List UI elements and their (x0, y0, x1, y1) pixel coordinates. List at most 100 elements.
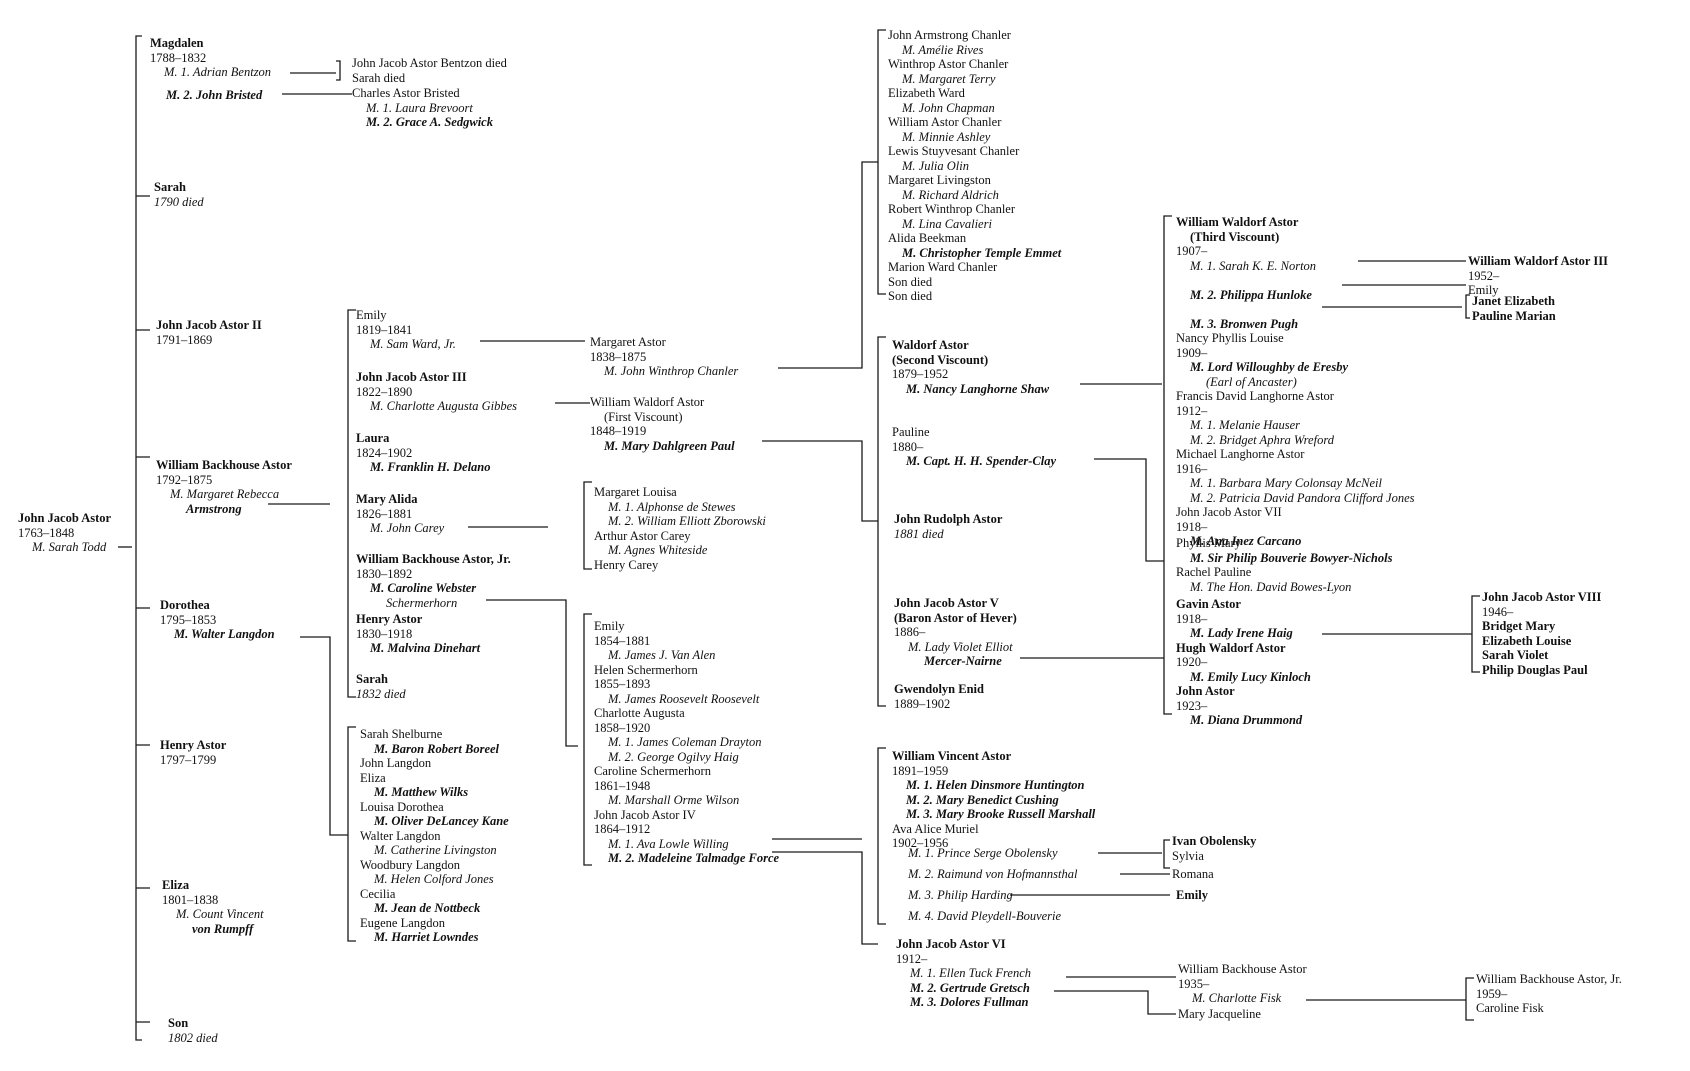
entry-text: Armstrong (186, 501, 242, 516)
entry-text: Robert Winthrop Chanler (888, 202, 1016, 216)
entry-text: M. Richard Aldrich (902, 187, 999, 202)
entry-text: William Backhouse Astor (1178, 962, 1307, 976)
entry-text: M. 1. Alphonse de Stewes (608, 499, 736, 514)
entry-text: M. Christopher Temple Emmet (902, 245, 1062, 260)
entry-text: M. 1. Prince Serge Obolensky (908, 846, 1058, 860)
entry-text: 1830–1918 (356, 626, 413, 641)
entry-text: William Backhouse Astor (156, 458, 292, 472)
entry-text: M. 4. David Pleydell-Bouverie (908, 909, 1062, 923)
entry-text: M. Matthew Wilks (374, 785, 469, 799)
entry-text: M. Capt. H. H. Spender-Clay (906, 454, 1057, 468)
entry-text: M. Malvina Dinehart (370, 641, 481, 655)
entry-text: M. Baron Robert Boreel (374, 741, 500, 756)
entry-text: Philip Douglas Paul (1482, 662, 1588, 677)
connector (1306, 977, 1474, 1021)
entry-text: M. Margaret Terry (902, 71, 996, 86)
entry-text: 1920– (1176, 655, 1208, 669)
entry-text: M. Sam Ward, Jr. (370, 337, 456, 351)
entry-text: 1918– (1176, 519, 1208, 534)
entry-text: Marion Ward Chanler (888, 260, 998, 274)
entry-text: M. Agnes Whiteside (608, 543, 708, 557)
entry-text: M. Walter Langdon (174, 627, 275, 641)
entry-text: M. 3. Bronwen Pugh (1190, 316, 1299, 331)
entry-text: John Rudolph Astor (894, 512, 1003, 526)
entry-text: M. Lady Violet Elliot (908, 639, 1013, 654)
entry-text: Pauline (892, 425, 930, 439)
person-node-ava_m1: M. 1. Prince Serge Obolensky (894, 846, 1058, 861)
entry-text: M. 1. Helen Dinsmore Huntington (906, 778, 1085, 792)
entry-text: Gwendolyn Enid (894, 682, 984, 696)
entry-text: 1923– (1176, 698, 1208, 713)
entry-text: Ivan Obolensky (1172, 834, 1257, 848)
entry-text: M. James J. Van Alen (608, 648, 716, 662)
entry-text: William Waldorf Astor III (1468, 254, 1608, 268)
entry-text: Charlotte Augusta (594, 706, 685, 720)
entry-text: M. Sir Philip Bouverie Bowyer-Nichols (1190, 550, 1393, 565)
person-node-ava_m2: M. 2. Raimund von Hofmannsthal (894, 867, 1077, 882)
entry-text: Phyllis Mary (1176, 536, 1241, 550)
entry-text: M. John Chapman (902, 100, 995, 115)
person-node-waldorf_kids: William Waldorf Astor(Third Viscount)190… (1176, 215, 1415, 549)
entry-text: Caroline Schermerhorn (594, 764, 711, 778)
connector (1322, 294, 1470, 319)
entry-text: Margaret Astor (590, 335, 666, 349)
entry-text: 1788–1832 (150, 50, 207, 65)
entry-text: Eugene Langdon (360, 915, 446, 930)
person-node-jja5: John Jacob Astor V(Baron Astor of Hever)… (894, 596, 1017, 669)
entry-text: 1902–1956 (892, 836, 949, 850)
entry-text: Margaret Louisa (594, 485, 677, 499)
entry-text: 1946– (1482, 604, 1514, 619)
entry-text: Mary Jacqueline (1178, 1007, 1261, 1021)
entry-text: Bridget Mary (1482, 619, 1556, 633)
entry-text: Elizabeth Louise (1482, 633, 1572, 648)
entry-text: 1864–1912 (594, 822, 651, 836)
entry-text: 1822–1890 (356, 384, 413, 399)
entry-text: Magdalen (150, 36, 204, 50)
entry-text: M. Julia Olin (902, 158, 970, 173)
person-node-ava_m3: M. 3. Philip Harding (894, 888, 1013, 903)
entry-text: Alida Beekman (888, 231, 967, 245)
entry-text: M. Marshall Orme Wilson (608, 793, 740, 807)
entry-text: M. Caroline Webster (370, 581, 477, 595)
entry-text: John Jacob Astor (18, 511, 112, 525)
entry-text: M. 2. Patricia David Pandora Clifford Jo… (1190, 490, 1415, 505)
entry-text: Elizabeth Ward (888, 86, 965, 100)
entry-text: Walter Langdon (360, 828, 441, 843)
entry-text: Schermerhorn (386, 595, 458, 610)
entry-text: M. James Roosevelt Roosevelt (608, 691, 760, 706)
entry-text: Winthrop Astor Chanler (888, 57, 1009, 71)
entry-text: Sylvia (1172, 848, 1204, 863)
entry-text: 1855–1893 (594, 677, 651, 691)
connector (290, 60, 341, 81)
connector (1322, 595, 1480, 673)
connector (1094, 458, 1164, 562)
entry-text: M. Count Vincent (176, 907, 264, 921)
entry-text: M. 1. Sarah K. E. Norton (1190, 258, 1317, 273)
entry-text: M. 1. Adrian Bentzon (164, 65, 272, 79)
entry-text: 1959– (1476, 986, 1508, 1001)
entry-text: 1912– (1176, 403, 1208, 418)
entry-text: (Earl of Ancaster) (1206, 374, 1297, 389)
entry-text: 1792–1875 (156, 472, 213, 487)
entry-text: M. 1. Barbara Mary Colonsay McNeil (1190, 476, 1382, 490)
entry-text: M. Charlotte Fisk (1192, 991, 1282, 1005)
entry-text: Mary Alida (356, 492, 418, 506)
entry-text: M. 1. James Coleman Drayton (608, 735, 762, 749)
entry-text: John Jacob Astor VIII (1482, 590, 1602, 604)
entry-text: M. 2. George Ogilvy Haig (608, 749, 739, 764)
entry-text: William Backhouse Astor, Jr. (1476, 972, 1622, 986)
connector (347, 309, 356, 698)
entry-text: M. Charlotte Augusta Gibbes (370, 399, 517, 413)
entry-text: 1889–1902 (894, 696, 951, 711)
connector (347, 726, 356, 942)
entry-text: William Waldorf Astor (1176, 215, 1299, 229)
entry-text: 1912– (896, 951, 928, 966)
